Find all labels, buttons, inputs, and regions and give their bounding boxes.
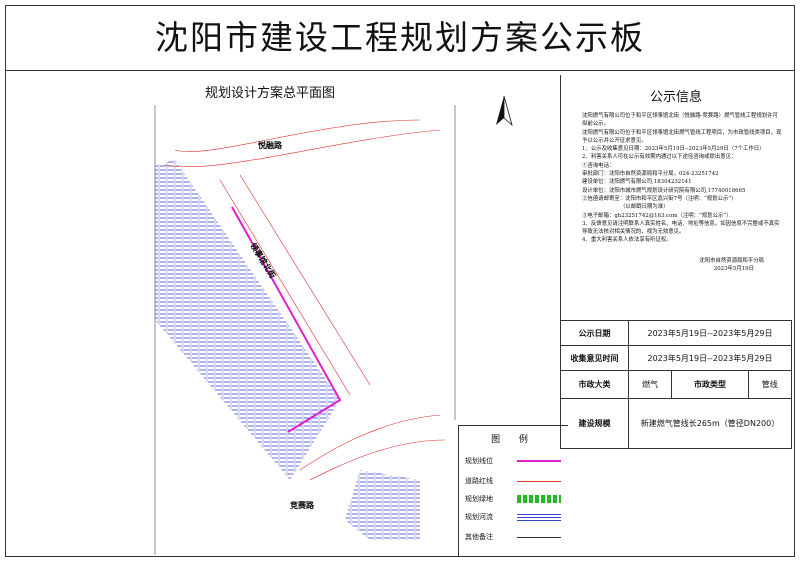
site-plan-map: 悦融路 领事馆北街 竞赛路 N xyxy=(154,95,513,555)
page-title: 沈阳市建设工程规划方案公示板 xyxy=(5,5,795,71)
legend-item: 道路红线 xyxy=(465,476,565,486)
feedback-value: 2023年5月19日--2023年5月29日 xyxy=(628,345,792,371)
road-label-yuerong: 悦融路 xyxy=(258,140,283,150)
period-value: 2023年5月19日--2023年5月29日 xyxy=(628,320,792,346)
legend-item: 其他备注 xyxy=(465,532,565,542)
legend: 图 例 规划线位 道路红线 规划绿地 规划河流 其他备注 xyxy=(458,425,568,556)
notice-para: 1、公示及收集意见日期：2023年5月19日--2023年5月29日（7个工作日… xyxy=(582,146,765,153)
type-label: 市政类型 xyxy=(671,370,749,399)
period-label: 公示日期 xyxy=(560,320,629,346)
notice-para: 建设单位：沈阳燃气有限公司,18304232141 xyxy=(582,179,692,186)
category-value: 燃气 xyxy=(627,370,673,399)
notice-para: 2、利害关系人可在公示有效期内通过以下途径咨询或提出意见： xyxy=(582,154,737,161)
north-arrow-icon: N xyxy=(496,95,513,127)
hatched-block-south xyxy=(345,470,420,540)
board-frame xyxy=(5,5,795,557)
scale-label: 建设规模 xyxy=(560,398,629,449)
type-value: 管线 xyxy=(747,370,793,399)
notice-para: 4、重大利害关系人依法享有听证权。 xyxy=(582,237,672,244)
notice-signature: 沈阳市自然资源局和平分局 xyxy=(699,257,764,264)
planned-pipeline xyxy=(231,206,342,433)
map-title: 规划设计方案总平面图 xyxy=(205,86,336,101)
feedback-label: 收集意见时间 xyxy=(560,345,629,371)
notice-para: 设计单位：沈阳市城市燃气规划设计研究院有限公司,17740018665 xyxy=(582,187,746,194)
category-label: 市政大类 xyxy=(560,370,629,399)
notice-para: 审批部门：沈阳市自然资源局和平分局，024-23251742 xyxy=(582,171,719,178)
scale-value: 新建燃气管线长265m（管径DN200） xyxy=(628,398,792,449)
legend-item: 规划绿地 xyxy=(465,494,565,504)
notice-para: ②信函请邮寄至：沈阳市和平区嘉兴街7号（注明：“规划公示”） xyxy=(582,195,737,202)
legend-item: 规划线位 xyxy=(465,456,565,466)
notice-date: 2023年5月19日 xyxy=(713,266,754,273)
info-heading: 公示信息 xyxy=(649,90,702,105)
notice-para: 沈阳燃气有限公司位于和平区领事馆北街燃气管线工程项目，为市政管线类项目，现予以公… xyxy=(582,129,782,144)
legend-item: 规划河流 xyxy=(465,512,565,522)
info-panel xyxy=(560,75,792,320)
notice-para: 3、反馈意见请注明联系人真实姓名、电话、地址等信息，如因信息不完整或不真实导致无… xyxy=(582,220,780,236)
hatched-block-main xyxy=(155,160,340,480)
legend-heading: 图 例 xyxy=(491,435,536,445)
notice-para: ①咨询电话： xyxy=(582,162,615,169)
notice-text: 沈阳燃气有限公司位于和平区领事馆北街（悦融路-竞赛路）燃气管线工程规划许可拟前公… xyxy=(570,112,782,273)
road-label-jingsai: 竞赛路 xyxy=(289,500,315,510)
notice-para: （以邮戳日期为准） xyxy=(620,204,669,211)
notice-para: ③电子邮箱：gh23251742@163.com（注明：“规划公示”） xyxy=(582,212,732,219)
notice-para: 沈阳燃气有限公司位于和平区领事馆北街（悦融路-竞赛路）燃气管线工程规划许可拟前公… xyxy=(582,113,778,128)
